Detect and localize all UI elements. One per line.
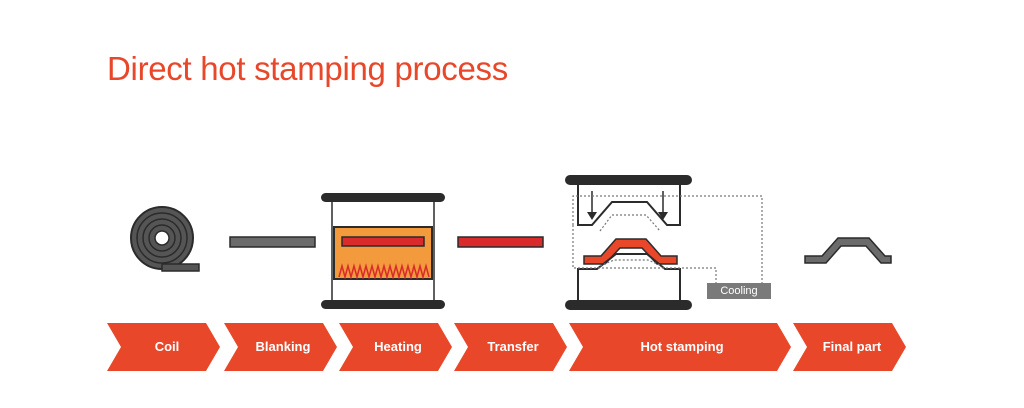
page-title: Direct hot stamping process xyxy=(107,50,508,87)
final-part-icon xyxy=(804,237,892,264)
heating-coil-icon xyxy=(338,263,430,280)
cooling-box xyxy=(707,283,771,299)
coil-icon xyxy=(130,206,200,272)
hot-blank-icon xyxy=(457,236,544,248)
steel-blank-icon xyxy=(229,236,316,248)
step-chevron xyxy=(569,323,791,371)
cooling-label: Cooling xyxy=(720,285,758,297)
process-steps-bar xyxy=(107,323,906,371)
press-icon xyxy=(565,175,771,310)
step-heating-label: Heating xyxy=(374,339,422,354)
step-chevron xyxy=(107,323,220,371)
step-chevron xyxy=(224,323,337,371)
step-chevron xyxy=(339,323,452,371)
furnace-icon xyxy=(321,193,445,309)
step-hot-stamping-label: Hot stamping xyxy=(640,339,724,354)
step-coil-label: Coil xyxy=(154,339,180,354)
step-final-part-label: Final part xyxy=(822,339,882,354)
step-chevron xyxy=(793,323,906,371)
step-blanking-label: Blanking xyxy=(255,339,311,354)
step-chevron xyxy=(454,323,567,371)
step-transfer-label: Transfer xyxy=(487,339,539,354)
